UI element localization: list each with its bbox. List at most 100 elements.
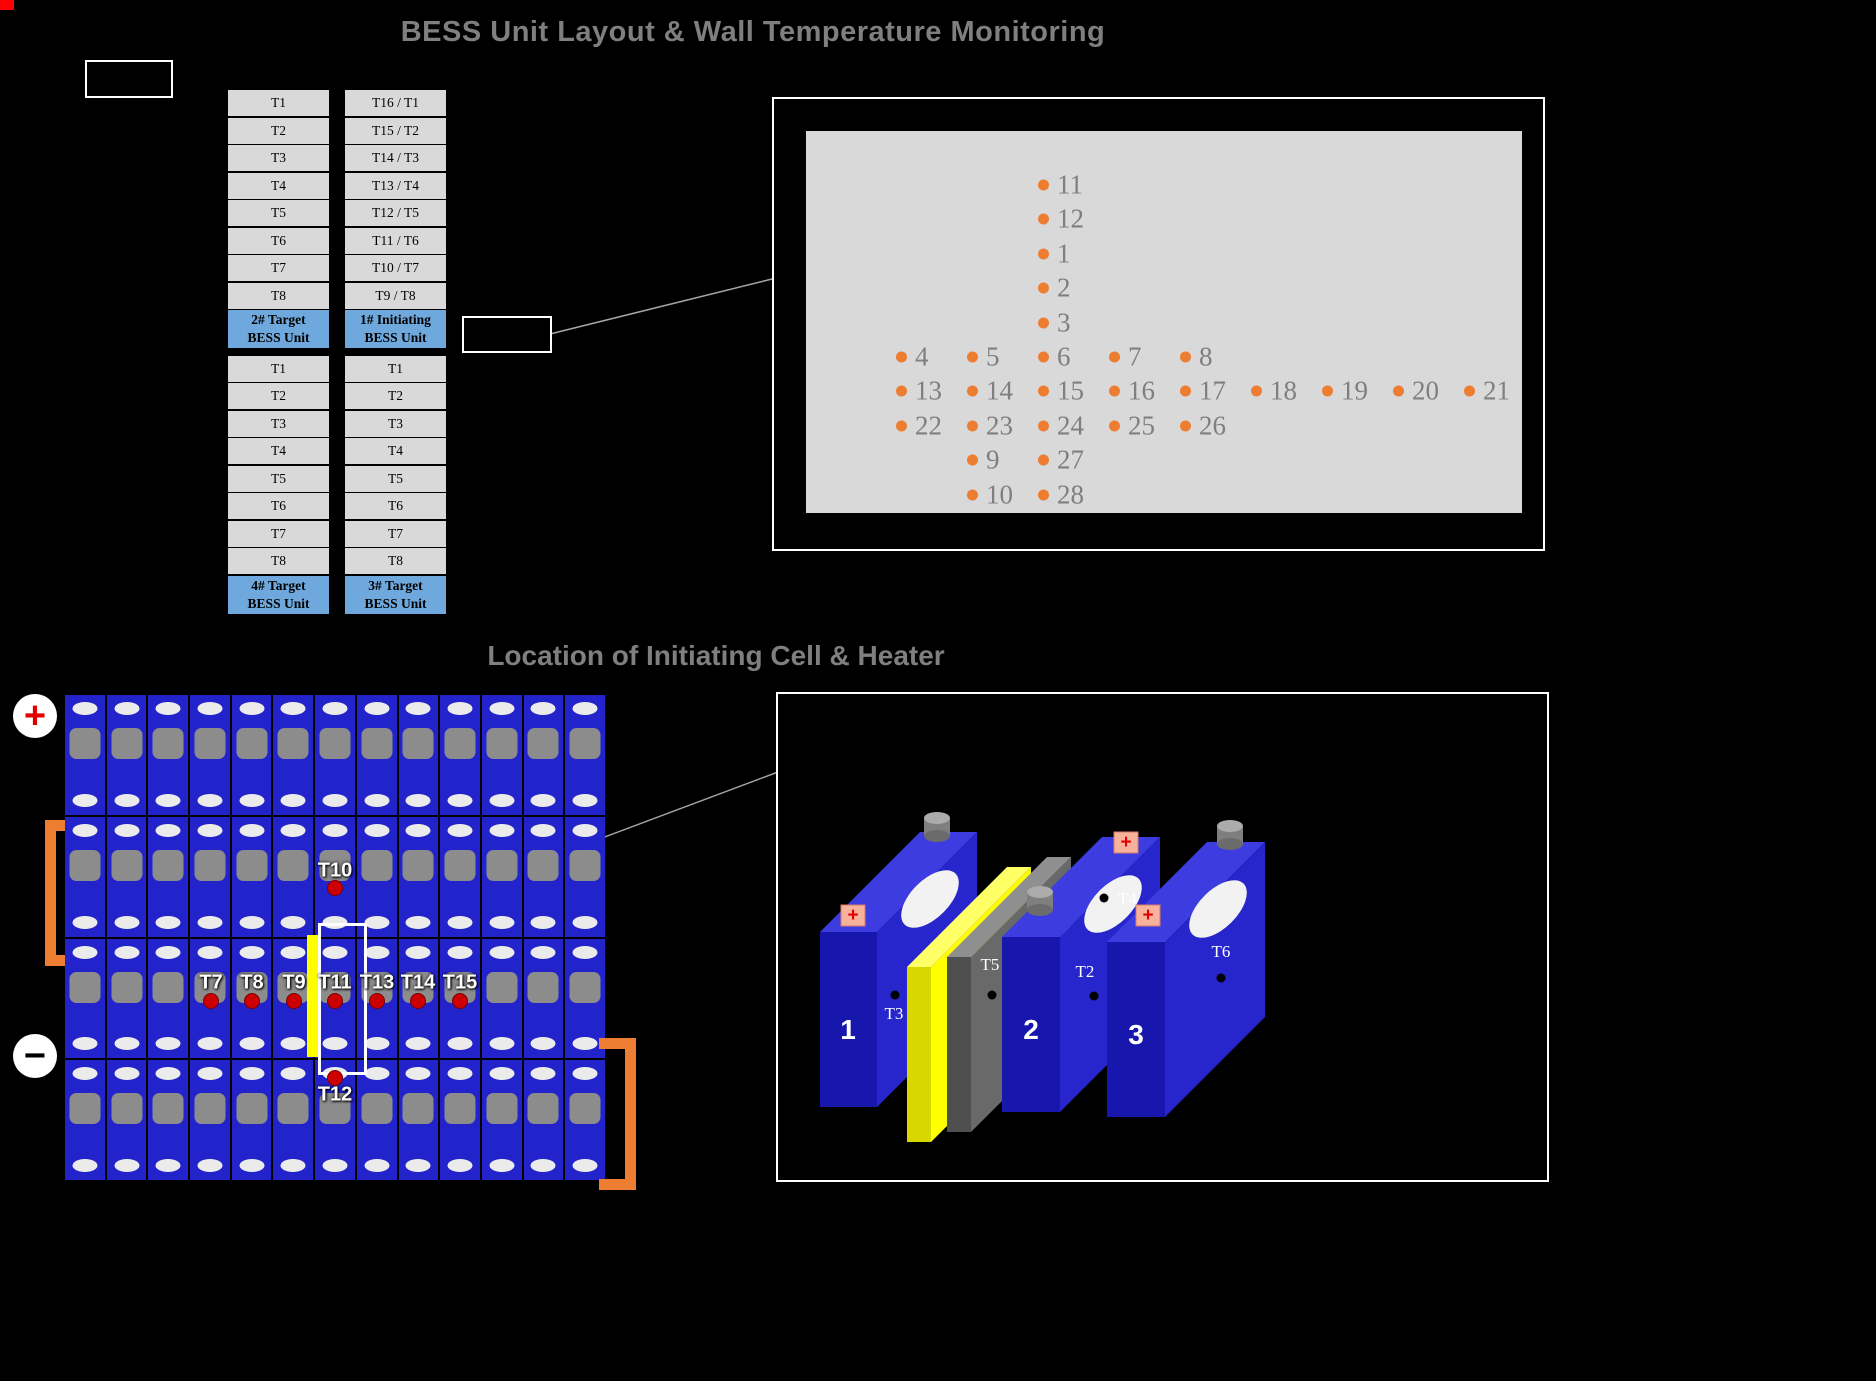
sensor-dot-t4 (1099, 893, 1109, 903)
cell-vent-icon (111, 1093, 143, 1125)
wall-sensor-point: 8 (1180, 343, 1213, 371)
cell-terminal-top-icon (447, 945, 473, 959)
bess-table-cell: T6 (228, 227, 329, 254)
wall-sensor-dot-icon (1038, 179, 1049, 191)
page-title-bottom: Location of Initiating Cell & Heater (487, 640, 945, 671)
negative-terminal-icon: − (13, 1034, 57, 1078)
battery-cell (106, 938, 147, 1059)
cell-terminal-top-icon (280, 702, 306, 715)
wall-sensor-dot-icon (1038, 213, 1049, 225)
bess-table-cell: T1 (228, 90, 329, 116)
wall-sensor-number: 20 (1412, 375, 1439, 406)
cell-terminal-top-icon (72, 823, 98, 837)
wall-sensor-dot-icon (967, 454, 978, 466)
battery-cell (481, 1060, 522, 1180)
battery-cell (106, 816, 147, 937)
cell-detail-figure: + T3 1 T5 (820, 812, 1265, 1142)
wall-sensor-number: 6 (1057, 341, 1071, 372)
wall-sensor-point: 4 (896, 343, 929, 371)
cell-vent-icon (486, 728, 518, 759)
cell-1-label: 1 (840, 1014, 856, 1045)
wall-sensor-point: 16 (1109, 375, 1155, 406)
plus-sign: + (1120, 832, 1131, 853)
wall-sensor-number: 15 (1057, 375, 1084, 406)
cell-terminal-top-icon (197, 1067, 223, 1081)
wall-sensor-point: 25 (1109, 412, 1155, 439)
cell-terminal-top-icon (114, 823, 140, 837)
cell-vent-icon (569, 849, 601, 881)
pack-sensor-dot (327, 993, 343, 1009)
cell-vent-icon (527, 1093, 559, 1125)
cell-vent-icon (444, 1093, 476, 1125)
pack-sensor-dot-t10 (327, 880, 343, 896)
separator-top-face (947, 857, 1071, 957)
bess-table-cell: T10 / T7 (345, 255, 446, 281)
battery-cell (398, 1060, 439, 1180)
cell-1-plus-terminal-icon: + (840, 904, 866, 927)
pack-sensor-label: T9 (282, 971, 306, 994)
bess-table-cell: T4 (228, 172, 329, 199)
pack-sensor-dot (203, 993, 219, 1009)
wall-sensor-dot-icon (1109, 385, 1120, 397)
wall-sensor-point: 24 (1038, 412, 1084, 439)
wall-sensor-dot-icon (1109, 420, 1120, 432)
wall-sensor-dot-icon (1180, 420, 1191, 432)
wall-sensor-number: 5 (986, 341, 1000, 372)
cell-terminal-top-icon (239, 702, 265, 715)
battery-cell (565, 1060, 605, 1180)
bess-table-cell: T5 (228, 200, 329, 226)
wall-sensor-point: 5 (967, 341, 1000, 372)
bess-table-cell: T7 (228, 255, 329, 281)
cell-vent-icon (361, 1093, 393, 1125)
wall-sensor-dot-icon (1038, 282, 1049, 294)
bess-table-cell: T2 (345, 383, 446, 409)
cell-terminal-bottom-icon (322, 1037, 348, 1051)
battery-cell (356, 695, 397, 815)
cell-terminal-bottom-icon (447, 793, 473, 807)
cell-vent-icon (152, 1093, 184, 1125)
cell-terminal-bottom-icon (489, 1159, 515, 1172)
wall-sensor-point: 6 (1038, 341, 1071, 372)
cell-terminal-top-icon (489, 1067, 515, 1081)
cell-terminal-top-icon (280, 823, 306, 837)
cell-vent-icon (319, 728, 351, 759)
cell-terminal-top-icon (364, 823, 390, 837)
wall-sensor-number: 23 (986, 410, 1013, 441)
initiating-cell-outline (318, 923, 367, 1075)
cell-terminal-top-icon (364, 1067, 390, 1081)
separator-front-face (947, 957, 971, 1132)
battery-cell (565, 816, 605, 937)
cell-vent-icon (402, 1093, 434, 1125)
wall-sensor-number: 16 (1128, 375, 1155, 406)
cell-terminal-bottom-icon (530, 1159, 556, 1172)
wall-sensor-dot-icon (1038, 420, 1049, 432)
bess-table-cell: T4 (228, 438, 329, 464)
battery-cell (65, 938, 105, 1059)
cell-terminal-bottom-icon (405, 915, 431, 929)
sensor-label-t6: T6 (1212, 942, 1231, 961)
cell-terminal-bottom-icon (280, 1159, 306, 1172)
cell-terminal-bottom-icon (114, 915, 140, 929)
battery-cell (106, 695, 147, 815)
cell-detail-panel: + T3 1 T5 (776, 692, 1549, 1182)
wall-sensor-number: 18 (1270, 375, 1297, 406)
cell-vent-icon (111, 849, 143, 881)
bess-table-cell: T13 / T4 (345, 172, 446, 199)
pack-sensor-label: T7 (199, 971, 223, 994)
cell-terminal-top-icon (72, 702, 98, 715)
wall-sensor-dot-icon (967, 489, 978, 501)
cell-terminal-top-icon (239, 945, 265, 959)
heater-top-face (907, 867, 1031, 967)
battery-cell (148, 938, 189, 1059)
sensor-dot-t5 (987, 990, 997, 1000)
wall-sensor-point: 10 (967, 481, 1013, 508)
battery-cell (440, 695, 480, 815)
cell-terminal-bottom-icon (489, 915, 515, 929)
cell-vent-icon (236, 1093, 268, 1125)
cell-terminal-bottom-icon (155, 915, 181, 929)
battery-cell (231, 816, 272, 937)
